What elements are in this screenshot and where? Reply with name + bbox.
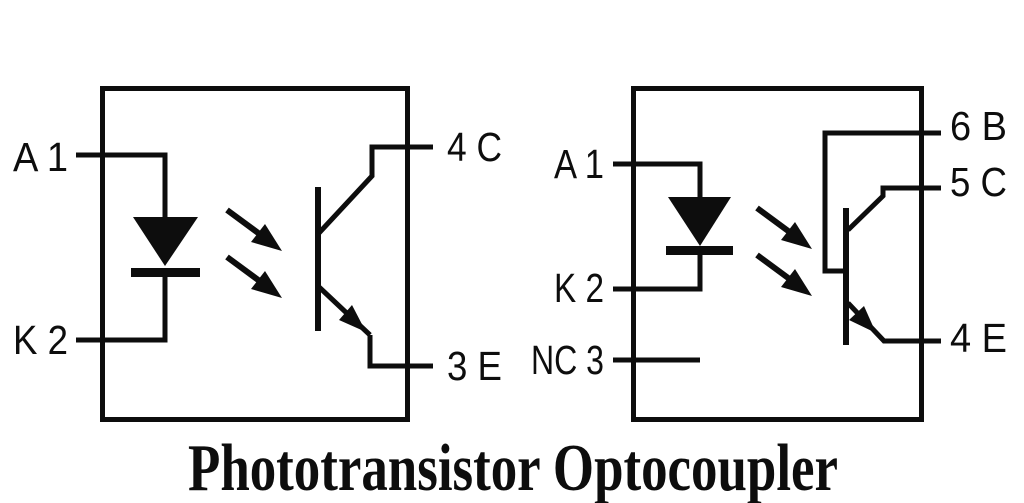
light-arrows-icon [755,205,812,296]
pin-line-anode [613,161,703,199]
pin-label-no-connect: NC 3 [531,337,604,383]
led-symbol [131,217,200,277]
base-path [822,130,941,274]
emitter-arrowhead-icon [339,305,366,332]
pin-label-anode: A 1 [13,134,68,180]
led-triangle [668,197,731,246]
led-triangle [133,217,198,266]
pin-label-anode: A 1 [554,141,604,187]
pin-line-anode [76,152,168,218]
package-outline [631,86,924,422]
figure-title: Phototransistor Optocoupler [188,431,838,503]
pin-label-collector: 4 C [447,124,502,170]
collector-path [846,185,941,232]
phototransistor-symbol [315,144,433,369]
light-arrows-icon [225,207,282,298]
phototransistor-symbol [822,130,941,345]
pin-label-cathode: K 2 [13,317,68,363]
light-arrow-head [251,224,282,251]
pin-line-cathode [76,276,168,343]
emitter-path [367,335,433,369]
package-outline [100,86,410,422]
led-symbol [666,197,733,255]
pin-label-collector: 5 C [950,159,1007,205]
light-arrow-head [781,269,812,296]
light-arrow-head [781,222,812,249]
pin-label-emitter: 4 E [950,315,1007,361]
pin-line-cathode [613,253,703,292]
emitter-arrowhead-icon [849,306,876,333]
pin-label-cathode: K 2 [554,265,604,311]
left-optocoupler-diagram: A 1 K 2 4 C 3 E [13,86,502,422]
right-optocoupler-diagram: A 1 K 2 NC 3 6 B 5 C 4 E [531,86,1007,422]
pin-label-base: 6 B [950,103,1007,149]
pin-label-emitter: 3 E [447,343,502,389]
collector-path [317,144,433,235]
light-arrow-head [251,271,282,298]
